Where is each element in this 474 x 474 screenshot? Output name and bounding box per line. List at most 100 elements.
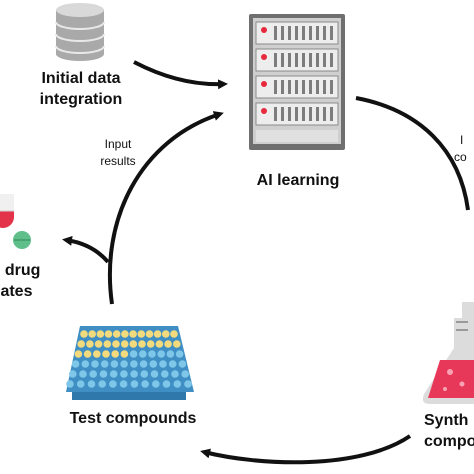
plate-well [166, 350, 175, 358]
plate-well [104, 330, 113, 338]
plate-well [162, 330, 170, 338]
database-icon [55, 3, 105, 61]
plate-well [162, 380, 171, 388]
plate-well [157, 350, 165, 358]
drug-candidates-line2: lates [0, 283, 33, 300]
server-vent [295, 107, 298, 121]
plate-well [139, 360, 148, 368]
plate-well [141, 380, 149, 388]
server-vent [295, 26, 298, 40]
plate-well [71, 360, 80, 368]
plate-well [100, 360, 109, 368]
server-vent [274, 107, 277, 121]
plate-well [137, 330, 146, 338]
synthesis-line2: compo [424, 433, 474, 450]
server-status-dot [261, 108, 267, 114]
server-vent [302, 53, 305, 67]
plate-well [164, 340, 172, 348]
plate-well [175, 350, 184, 358]
plate-well [74, 350, 83, 358]
server-rack-icon [249, 14, 345, 150]
server-vent [302, 26, 305, 40]
ai-to-synthesis-line1: I [460, 133, 464, 147]
plate-well [86, 340, 94, 348]
server-vent [309, 80, 312, 94]
test-compounds-label: Test compounds [69, 410, 197, 427]
server-vent [330, 80, 333, 94]
ai-to-synthesis-line2: co [454, 150, 467, 164]
input-results-line2: results [100, 154, 136, 168]
server-status-dot [261, 54, 267, 60]
server-vent [330, 53, 333, 67]
plate-well [130, 360, 138, 368]
plate-well [152, 380, 160, 388]
server-vent [295, 53, 298, 67]
plate-well [77, 340, 85, 348]
plate-well [161, 370, 169, 378]
server-vent [309, 107, 312, 121]
server-vent [281, 80, 284, 94]
plate-well [145, 330, 154, 338]
plate-well [130, 370, 138, 378]
server-vent [302, 80, 305, 94]
input-results-line1: Input [104, 137, 132, 151]
server-vent [288, 80, 291, 94]
synthesis-label: Synth compo [424, 410, 474, 452]
arrow-data-to-ai [133, 60, 228, 90]
initial-data-line2: integration [39, 91, 123, 108]
server-vent [330, 107, 333, 121]
plate-well [93, 350, 101, 358]
plate-well [149, 360, 158, 368]
plate-well [87, 380, 96, 388]
server-vent [281, 107, 284, 121]
plate-well [140, 370, 149, 378]
server-vent [309, 53, 312, 67]
plate-well [109, 380, 117, 388]
drug-candidates-line1: l drug [0, 262, 41, 279]
server-vent [323, 26, 326, 40]
plate-well [120, 370, 128, 378]
plate-well [110, 360, 119, 368]
plate-well [170, 330, 178, 338]
flask-icon [422, 302, 474, 404]
server-vent [274, 80, 277, 94]
server-status-dot [261, 27, 267, 33]
server-vent [295, 80, 298, 94]
plate-well [112, 330, 121, 338]
plate-well [138, 340, 146, 348]
plate-well [102, 350, 110, 358]
plate-well [88, 330, 96, 338]
arrow-to-drug-candidates [62, 235, 110, 264]
server-vent [330, 26, 333, 40]
initial-data-line1: Initial data [41, 70, 121, 87]
server-vent [281, 53, 284, 67]
input-results-label: Input results [88, 136, 148, 170]
plate-well [130, 380, 139, 388]
server-vent [316, 80, 319, 94]
plate-well [150, 370, 159, 378]
plate-well [109, 370, 118, 378]
plate-well [89, 370, 97, 378]
server-status-dot [261, 81, 267, 87]
plate-well [103, 340, 112, 348]
plate-well [178, 360, 187, 368]
plate-well [120, 340, 129, 348]
server-vent [302, 107, 305, 121]
plate-well [148, 350, 156, 358]
plate-well [173, 380, 182, 388]
plate-well [76, 380, 85, 388]
server-vent [281, 26, 284, 40]
plate-well [129, 350, 138, 358]
server-vent [316, 53, 319, 67]
plate-well [80, 330, 88, 338]
server-vent [323, 107, 326, 121]
plate-well [69, 370, 77, 378]
arrow-ai-to-synthesis [355, 96, 470, 211]
plate-well [171, 370, 179, 378]
drug-candidates-label: l drug lates [0, 260, 66, 302]
server-vent [323, 80, 326, 94]
server-vent [309, 26, 312, 40]
arrow-test-to-ai [107, 111, 224, 305]
plate-well [94, 340, 103, 348]
server-vent [288, 107, 291, 121]
